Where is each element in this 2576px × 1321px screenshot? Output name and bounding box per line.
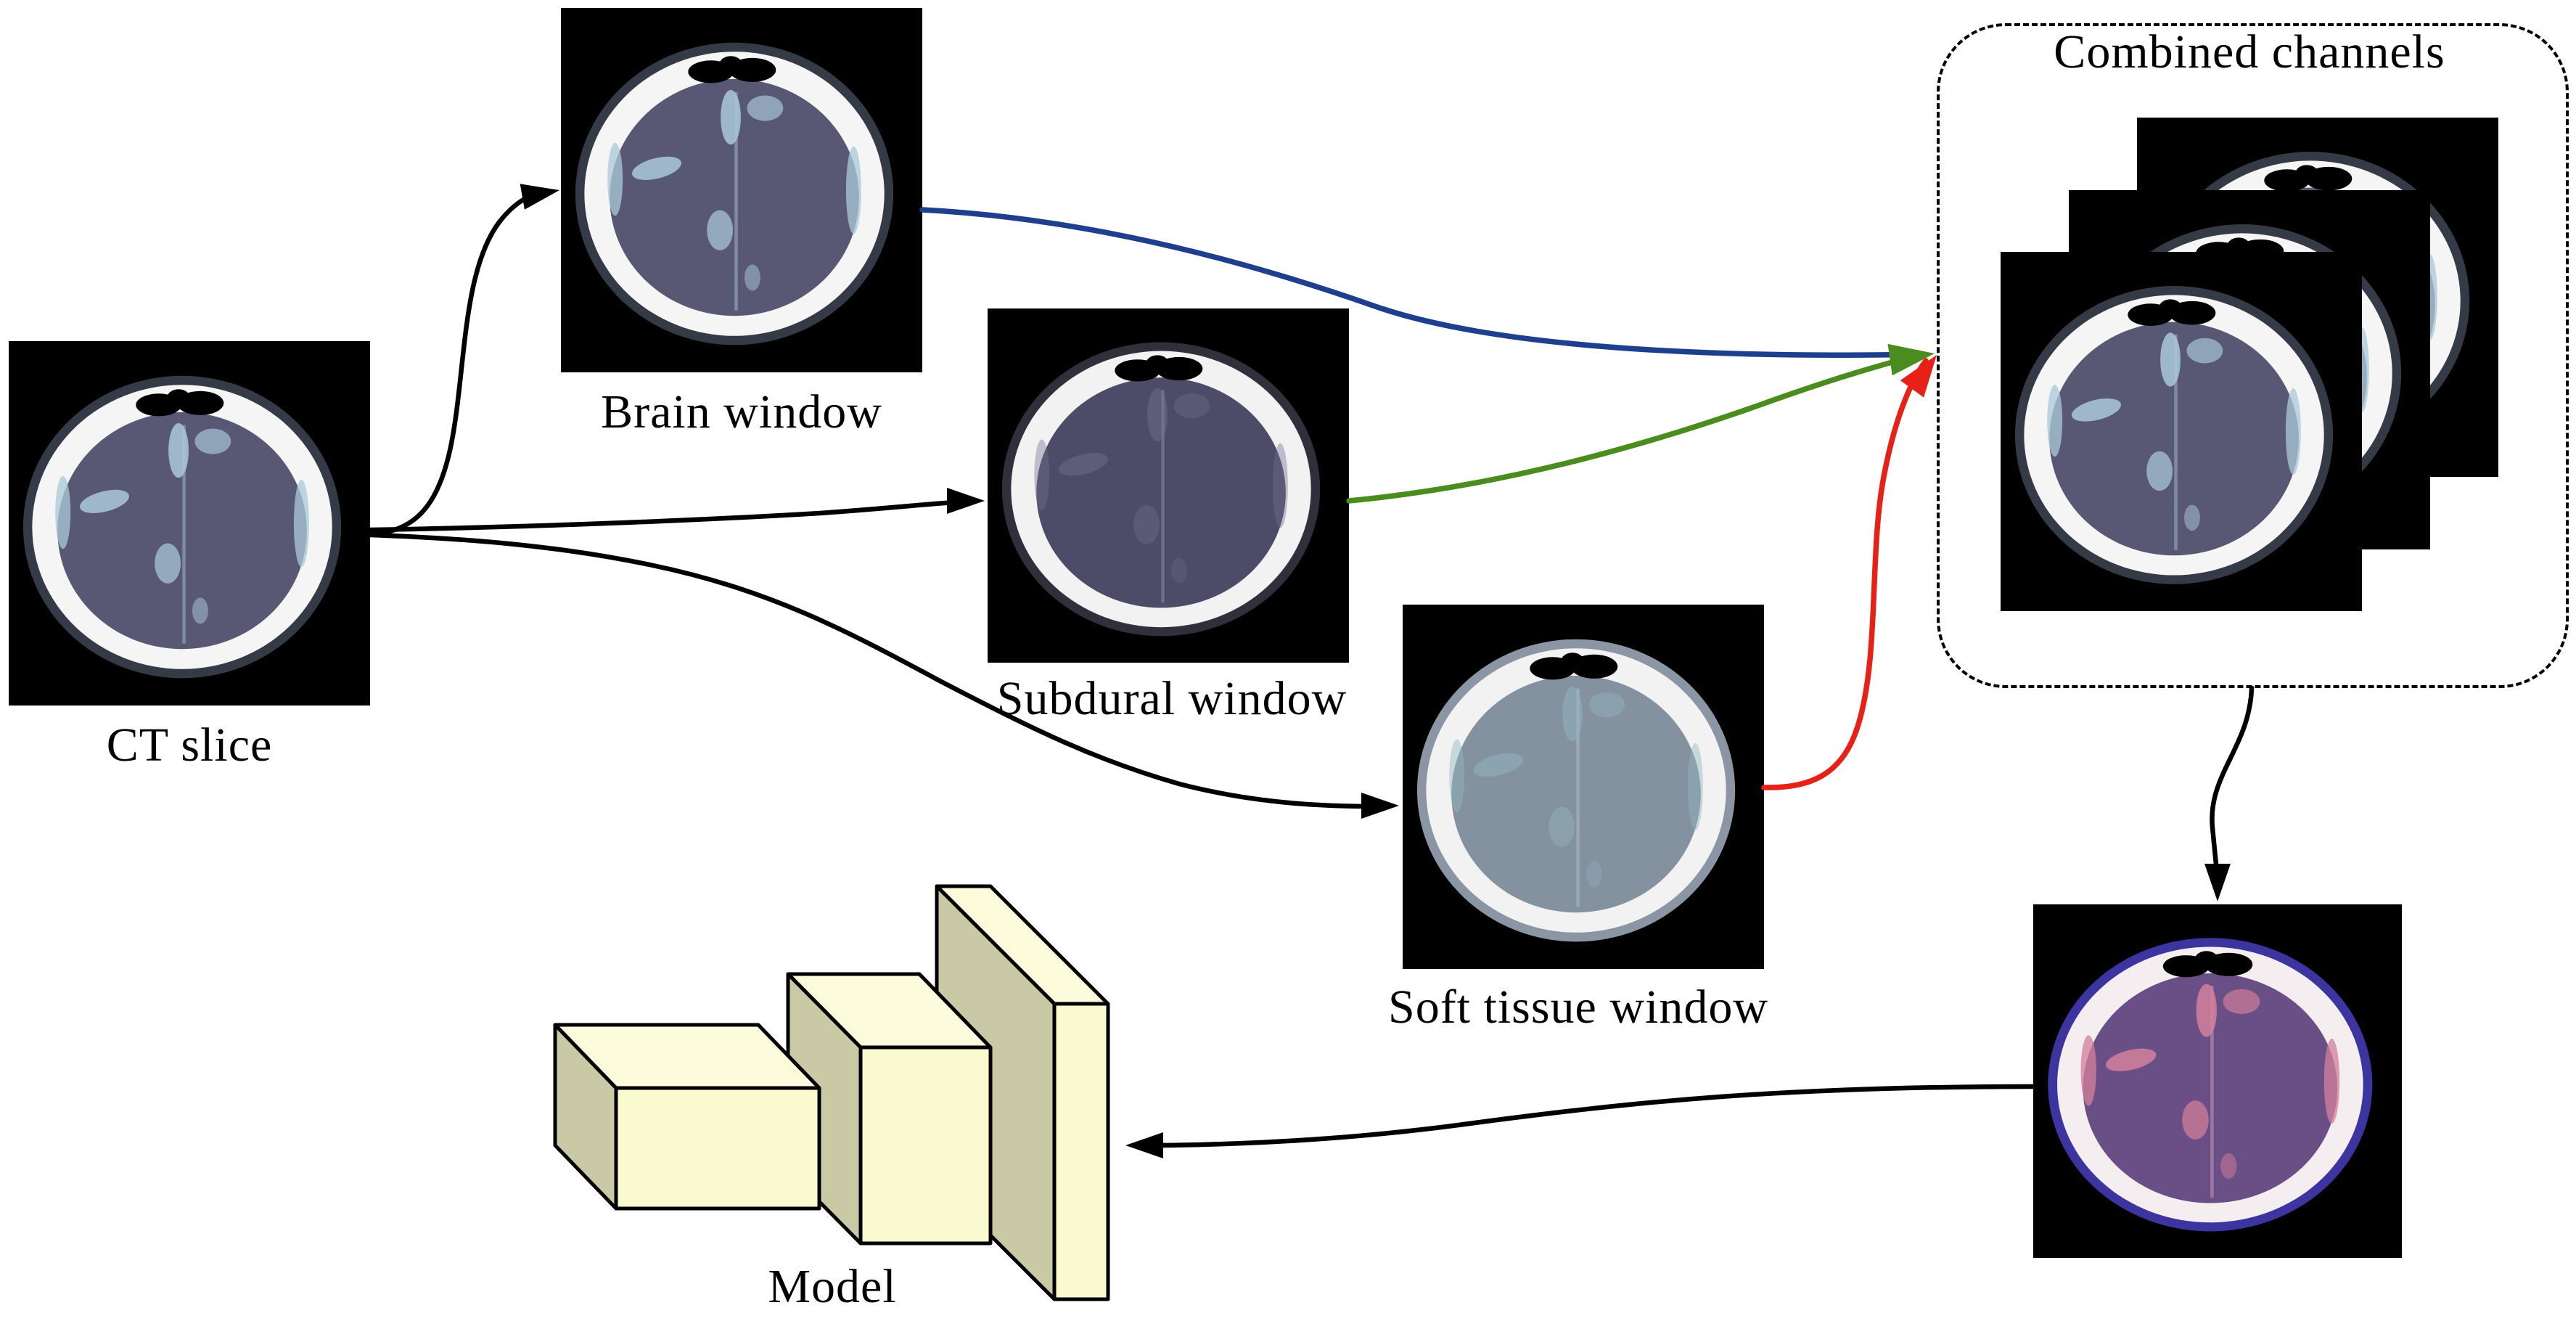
brain-ct-drawing xyxy=(2014,286,2334,584)
combined-image-to-model-arrowhead xyxy=(1125,1132,1163,1158)
model-block3-front-face xyxy=(1052,1002,1110,1301)
brain-ct-drawing xyxy=(1001,342,1321,637)
subdural-window-label: Subdural window xyxy=(996,672,1348,725)
combined-rgb-image xyxy=(2033,904,2402,1258)
ct-to-subdural-arrowhead xyxy=(947,488,985,514)
brain-ct-drawing xyxy=(575,42,894,345)
model-block1-side-face xyxy=(553,1023,618,1211)
brain-ct-drawing xyxy=(2048,938,2373,1232)
model-block2-side-face xyxy=(786,972,863,1246)
soft-tissue-channel-curve-red xyxy=(1761,358,1929,790)
brain-window-image xyxy=(561,8,922,372)
brain-window-label: Brain window xyxy=(601,385,882,438)
ct-slice-image xyxy=(9,341,370,706)
ct-to-brain-arrow xyxy=(367,189,547,537)
model-block3-top-face xyxy=(935,884,1110,1006)
brain-ct-drawing xyxy=(22,375,342,679)
stack-to-combined-image-arrowhead xyxy=(2204,864,2231,901)
soft-tissue-window-image xyxy=(1403,605,1764,969)
ct-to-brain-arrowhead xyxy=(520,184,559,210)
model-block3-side-face xyxy=(935,884,1057,1301)
combined-stack-front-image xyxy=(2001,252,2362,611)
subdural-channel-curve-green xyxy=(1346,353,1922,504)
ct-to-subdural-arrow xyxy=(367,499,969,533)
combined-channels-title: Combined channels xyxy=(2054,25,2445,78)
model-block1-top-face xyxy=(553,1023,821,1090)
soft-tissue-window-label: Soft tissue window xyxy=(1387,981,1769,1034)
model-block2-front-face xyxy=(858,1045,993,1246)
soft-tissue-channel-arrowhead-red xyxy=(1900,355,1937,398)
ct-to-soft-tissue-arrowhead xyxy=(1361,793,1399,819)
model-block2-top-face xyxy=(786,972,993,1050)
model-label: Model xyxy=(768,1260,897,1313)
model-block1-front-face xyxy=(614,1086,821,1211)
combined-image-to-model-arrow xyxy=(1138,1084,2036,1148)
model-blocks xyxy=(553,884,1110,1301)
subdural-channel-arrowhead-green xyxy=(1887,343,1935,376)
ct-slice-label: CT slice xyxy=(106,719,273,772)
subdural-window-image xyxy=(988,308,1349,663)
brain-ct-drawing xyxy=(1416,639,1736,942)
stack-to-combined-image-arrow xyxy=(2210,685,2255,893)
